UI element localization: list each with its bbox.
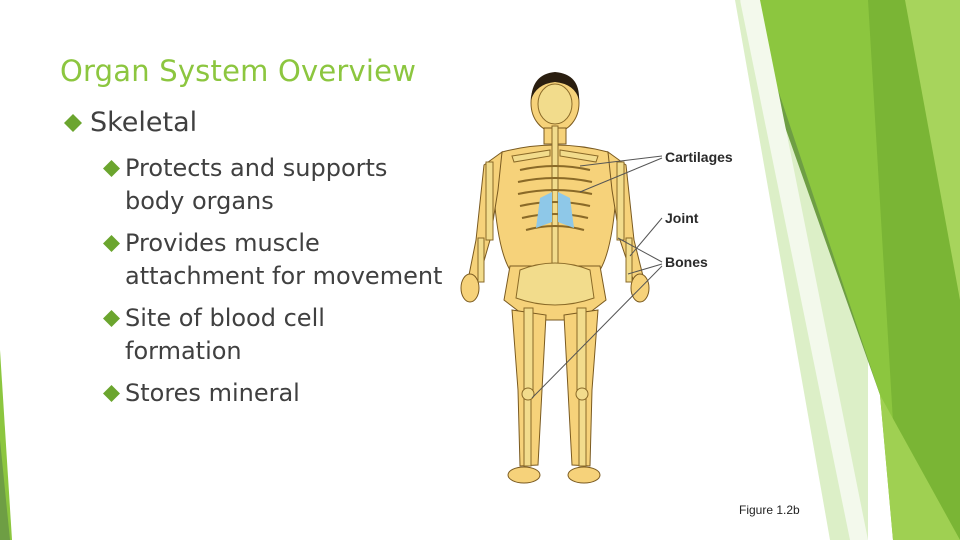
sub-bullet-line2: formation	[125, 335, 484, 368]
slide-title: Organ System Overview	[60, 54, 416, 88]
green-diamond-bullet-icon	[64, 114, 82, 132]
sub-bullet-line1: Provides muscle	[125, 227, 484, 260]
sub-bullet-site: Site of blood cell formation	[64, 302, 484, 368]
sub-bullet-protects: Protects and supports body organs	[64, 152, 484, 218]
sub-bullet-line2: body organs	[125, 185, 484, 218]
sub-bullet-line2: attachment for movement	[125, 260, 484, 293]
green-diamond-bullet-icon	[103, 310, 120, 327]
bullet-skeletal-text: Skeletal	[90, 107, 197, 138]
sub-bullet-provides: Provides muscle attachment for movement	[64, 227, 484, 293]
green-diamond-bullet-icon	[103, 385, 120, 402]
green-diamond-bullet-icon	[103, 235, 120, 252]
bullet-skeletal: Skeletal	[64, 105, 484, 141]
figure-caption: Figure 1.2b	[739, 503, 800, 517]
label-joint: Joint	[665, 210, 699, 226]
sub-bullet-stores: Stores mineral	[64, 377, 484, 410]
sub-bullet-line1: Site of blood cell	[125, 302, 484, 335]
skeleton-figure: Cartilages Joint Bones	[440, 70, 770, 500]
sub-bullet-line1: Protects and supports	[125, 152, 484, 185]
label-cartilages: Cartilages	[665, 149, 733, 165]
sub-bullet-line1: Stores mineral	[125, 377, 484, 410]
green-diamond-bullet-icon	[103, 160, 120, 177]
bullet-list: Skeletal Protects and supports body orga…	[64, 105, 484, 410]
label-bones: Bones	[665, 254, 708, 270]
